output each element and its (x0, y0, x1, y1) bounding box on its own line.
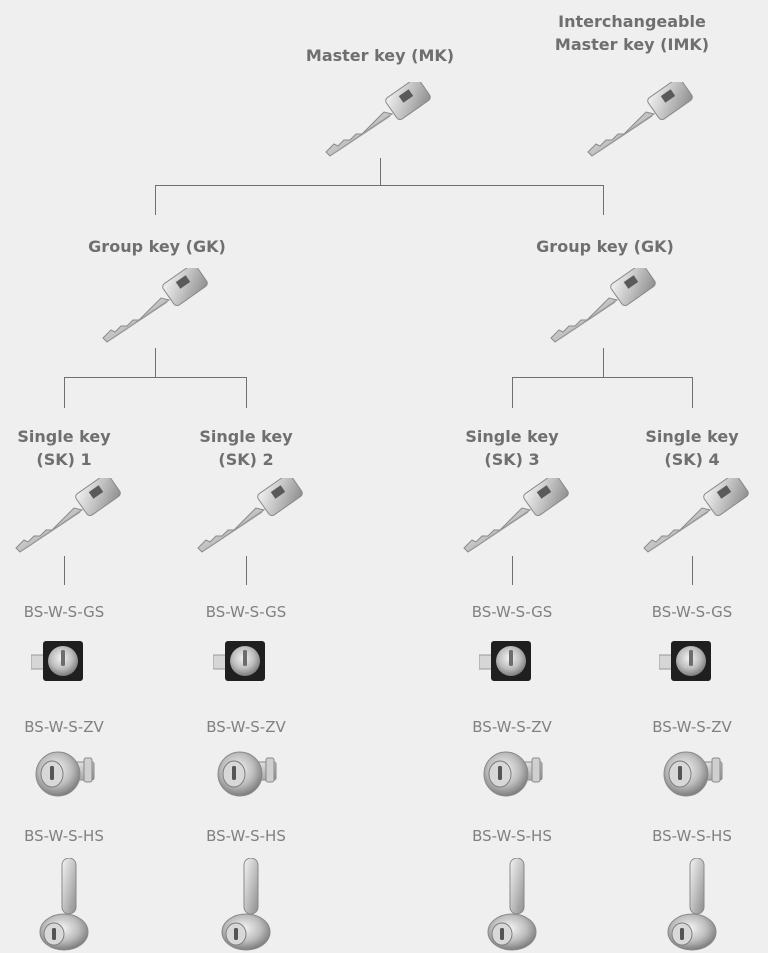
cam-lock-icon-3 (487, 858, 537, 951)
cylinder-lock-icon-3 (483, 751, 543, 797)
cam-lock-icon-1 (39, 858, 89, 951)
single-key-label-1: Single key (SK) 1 (17, 425, 110, 471)
group-1-down-line (155, 348, 156, 377)
imk-label-line-1: Interchangeable (558, 12, 706, 31)
product-hs-label-1: BS-W-S-HS (24, 827, 104, 845)
single-1-product-line (64, 556, 65, 585)
single-key-icon-1 (15, 478, 123, 553)
round-lock-icon-1 (31, 640, 84, 682)
product-gs-label-4: BS-W-S-GS (652, 603, 733, 621)
product-gs-label-4-line-1: BS-W-S-GS (651, 603, 733, 621)
master-connector-line (380, 158, 381, 185)
cylinder-lock-icon-2 (217, 751, 277, 797)
single-key-icon-3 (463, 478, 571, 553)
product-hs-label-4: BS-W-S-HS (652, 827, 732, 845)
product-zv-label-1-line-1: BS-W-S-ZV (24, 718, 104, 736)
single-key-label-4-line-1: Single key (645, 427, 739, 446)
product-hs-label-2-line-1: BS-W-S-HS (206, 827, 286, 845)
group-2-connector-line (603, 185, 604, 215)
group-1-branch-line (64, 377, 246, 378)
group-key-label-1: Group key (GK) (88, 235, 226, 258)
cylinder-lock-icon-1 (35, 751, 95, 797)
single-2-product-line (246, 556, 247, 585)
product-hs-label-3: BS-W-S-HS (472, 827, 552, 845)
product-gs-label-3: BS-W-S-GS (472, 603, 553, 621)
product-zv-label-3-line-1: BS-W-S-ZV (472, 718, 552, 736)
single-key-label-2-line-2: (SK) 2 (218, 450, 274, 469)
single-4-connector-line (692, 377, 693, 408)
group-key-icon-1 (102, 268, 210, 343)
single-key-icon-2 (197, 478, 305, 553)
round-lock-icon-2 (213, 640, 266, 682)
imk-key-icon (587, 82, 695, 157)
master-branch-line (155, 185, 603, 186)
master-key-label: Master key (MK) (306, 44, 454, 67)
single-key-label-2: Single key (SK) 2 (199, 425, 292, 471)
single-2-connector-line (246, 377, 247, 408)
group-2-down-line (603, 348, 604, 377)
product-gs-label-2: BS-W-S-GS (206, 603, 287, 621)
cam-lock-icon-2 (221, 858, 271, 951)
single-key-label-1-line-2: (SK) 1 (36, 450, 92, 469)
round-lock-icon-4 (659, 640, 712, 682)
single-key-label-2-line-1: Single key (199, 427, 293, 446)
group-key-label-1-line-1: Group key (GK) (88, 237, 226, 256)
master-key-icon (325, 82, 433, 157)
product-hs-label-1-line-1: BS-W-S-HS (24, 827, 104, 845)
single-key-label-3-line-1: Single key (465, 427, 559, 446)
imk-label-line-2: Master key (IMK) (554, 35, 710, 54)
single-3-connector-line (512, 377, 513, 408)
product-hs-label-4-line-1: BS-W-S-HS (652, 827, 732, 845)
product-zv-label-2: BS-W-S-ZV (206, 718, 285, 736)
master-key-label-line-1: Master key (MK) (305, 46, 455, 65)
product-gs-label-1: BS-W-S-GS (24, 603, 105, 621)
single-key-label-3-line-2: (SK) 3 (484, 450, 540, 469)
single-key-icon-4 (643, 478, 751, 553)
group-key-icon-2 (550, 268, 658, 343)
product-zv-label-1: BS-W-S-ZV (24, 718, 103, 736)
product-hs-label-3-line-1: BS-W-S-HS (472, 827, 552, 845)
cylinder-lock-icon-4 (663, 751, 723, 797)
group-1-connector-line (155, 185, 156, 215)
group-key-label-2-line-1: Group key (GK) (536, 237, 674, 256)
single-key-label-4: Single key (SK) 4 (645, 425, 738, 471)
single-4-product-line (692, 556, 693, 585)
product-hs-label-2: BS-W-S-HS (206, 827, 286, 845)
group-key-label-2: Group key (GK) (536, 235, 674, 258)
single-3-product-line (512, 556, 513, 585)
product-zv-label-4-line-1: BS-W-S-ZV (652, 718, 732, 736)
product-gs-label-3-line-1: BS-W-S-GS (471, 603, 553, 621)
round-lock-icon-3 (479, 640, 532, 682)
single-1-connector-line (64, 377, 65, 408)
single-key-label-3: Single key (SK) 3 (465, 425, 558, 471)
cam-lock-icon-4 (667, 858, 717, 951)
product-zv-label-2-line-1: BS-W-S-ZV (206, 718, 286, 736)
single-key-label-1-line-1: Single key (17, 427, 111, 446)
single-key-label-4-line-2: (SK) 4 (664, 450, 720, 469)
group-2-branch-line (512, 377, 692, 378)
product-gs-label-1-line-1: BS-W-S-GS (23, 603, 105, 621)
product-zv-label-3: BS-W-S-ZV (472, 718, 551, 736)
product-gs-label-2-line-1: BS-W-S-GS (205, 603, 287, 621)
product-zv-label-4: BS-W-S-ZV (652, 718, 731, 736)
